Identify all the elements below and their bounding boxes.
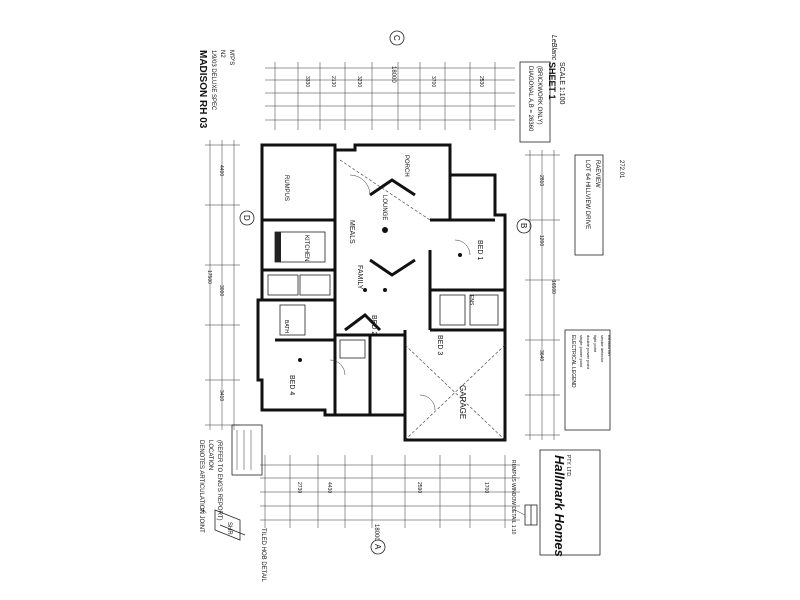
plan-revision: 1/9/03 DELUXE SPEC (210, 50, 216, 111)
grid-marker-a: A (370, 539, 386, 555)
right-dimension-lines: 16500 2810 1200 3640 (525, 150, 560, 440)
signature-mark: LeBlanc (550, 35, 557, 61)
bottom-dim-4: 1700 (483, 482, 489, 493)
suburb: RAEVIEW (594, 160, 600, 188)
room-bed3: BED 3 (436, 335, 443, 355)
company-name: Hallmark Homes (552, 455, 567, 557)
top-dim-5: 2530 (478, 76, 484, 87)
room-bed4: BED 4 (288, 375, 295, 395)
articulation-symbol: ⌿ (198, 508, 208, 514)
shr-label: SHR (226, 522, 232, 535)
legend-heading: ELECTRICAL LEGEND (570, 335, 576, 388)
left-dimension-lines: 17500 4400 3000 3410 (205, 140, 240, 430)
left-dim-2: 3000 (218, 285, 224, 296)
room-bath: BATH (283, 320, 289, 333)
legend-item-1: single power point (579, 335, 584, 368)
articulation-line-1: DENOTES ARTICULATION JOINT (198, 440, 204, 533)
articulation-line-3: (REFER TO ENG'S REPORT) (216, 440, 222, 521)
grid-marker-c: C (389, 30, 405, 46)
right-dim-2: 1200 (538, 235, 544, 246)
sheet-scale: SCALE 1:100 (558, 62, 565, 105)
company-suffix: PTY. LTD. (565, 455, 571, 477)
left-dim-3: 3410 (218, 390, 224, 401)
top-dimension-lines: 18000 3330 2130 3230 3700 2530 (265, 62, 515, 130)
plan-fixtures (267, 159, 506, 441)
room-lounge: LOUNGE (381, 195, 387, 220)
diagonal-label: DIAGONAL A,B = 26360 (527, 66, 533, 132)
grid-marker-a-label: A (373, 544, 382, 550)
grid-marker-d-label: D (242, 215, 251, 221)
grid-marker-b-label: B (519, 223, 528, 228)
left-dim-overall: 17500 (206, 270, 212, 284)
top-dim-1: 3330 (304, 76, 310, 87)
right-dim-overall: 16500 (550, 280, 556, 294)
room-bed1: BED 1 (476, 240, 483, 260)
title-block: MADISON RH 03 1/9/03 DELUXE SPEC N2 M'P'… (197, 50, 234, 129)
right-dim-3: 3640 (538, 350, 544, 361)
articulation-line-2: LOCATION (207, 440, 213, 470)
bottom-dim-overall: 18000 (373, 524, 379, 541)
grid-marker-d: D (239, 210, 255, 226)
legend-item-4: smoke detector (600, 335, 605, 363)
room-kitchen: KITCHEN (303, 235, 309, 261)
legend-item-3: light point (593, 335, 598, 353)
legend-item-5: exhaust fan (607, 335, 612, 356)
top-dim-3: 3230 (356, 76, 362, 87)
grid-marker-b: B (516, 218, 532, 234)
right-dim-1: 2810 (538, 175, 544, 186)
sheet-number: SHEET 1 (547, 62, 557, 100)
top-dim-2: 2130 (330, 76, 336, 87)
diagonal-note: (BRICKWORK ONLY) (536, 66, 542, 125)
house-outline (256, 143, 507, 442)
room-bed2: BED 2 (370, 315, 377, 335)
bottom-dimension-lines: 18000 2730 4430 2590 1700 (260, 455, 520, 541)
lot-address: LOT 64 HILLVIEW DRIVE (584, 160, 590, 229)
rating-code: M'P'S (228, 50, 234, 65)
room-meals: MEALS (348, 220, 355, 244)
window-detail: RUMPUS WINDOW DETAIL 1:10 (510, 460, 538, 535)
grid-marker-c-label: C (392, 35, 401, 41)
left-dim-1: 4400 (218, 165, 224, 176)
legend-item-2: double power point (586, 335, 591, 370)
room-garage: GARAGE (458, 385, 467, 419)
bottom-dim-1: 2730 (296, 482, 302, 493)
total-area: 272.01 (618, 160, 624, 179)
window-detail-label: RUMPUS WINDOW DETAIL 1:10 (510, 460, 516, 535)
tiled-hob-label: TILED HOB DETAIL (260, 528, 266, 583)
top-dim-overall: 18000 (390, 66, 396, 83)
sheet-info-block: DIAGONAL A,B = 26360 (BRICKWORK ONLY) SH… (519, 35, 624, 256)
room-family: FAMILY (356, 265, 363, 290)
bottom-dim-2: 4430 (326, 482, 332, 493)
tiled-hob-detail: SHR TILED HOB DETAIL ⌿ (198, 508, 266, 583)
room-ens: ENS (468, 295, 474, 306)
top-dim-4: 3700 (430, 76, 436, 87)
company-block: Hallmark Homes PTY. LTD. (539, 449, 601, 557)
room-porch: PORCH (403, 155, 409, 177)
plan-name: MADISON RH 03 (197, 50, 208, 129)
articulation-note: DENOTES ARTICULATION JOINT LOCATION (REF… (198, 424, 263, 533)
bottom-dim-3: 2590 (416, 482, 422, 493)
wind-rating: N2 (219, 50, 225, 58)
room-rumpus: RUMPUS (283, 175, 289, 201)
room-labels: RUMPUS KITCHEN MEALS FAMILY PORCH LOUNGE… (283, 155, 483, 419)
electrical-legend: ELECTRICAL LEGEND single power point dou… (564, 329, 612, 431)
